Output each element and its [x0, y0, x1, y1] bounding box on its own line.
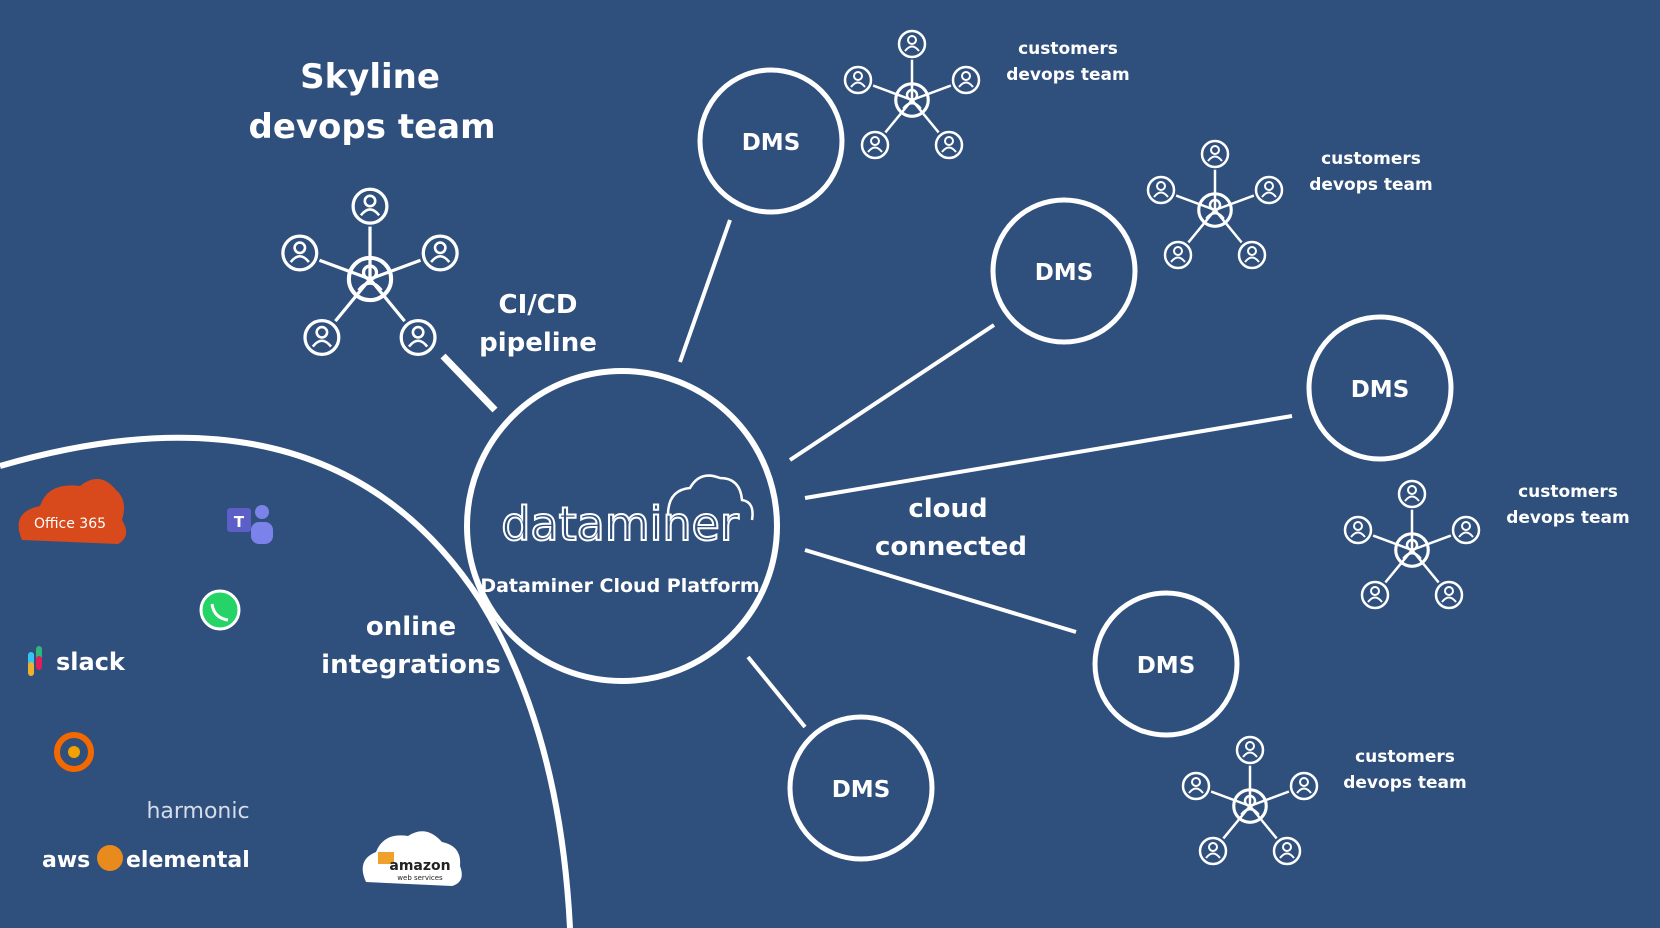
team-network-icon: [281, 187, 459, 357]
team-link: [318, 258, 371, 281]
dms-label: DMS: [742, 130, 801, 156]
svg-text:elemental: elemental: [126, 848, 250, 873]
team-link: [1210, 790, 1251, 808]
person-icon: [1254, 175, 1284, 205]
integrations-boundary-arc: [0, 434, 573, 928]
online-integrations-label: online: [366, 612, 456, 642]
teams-logo[interactable]: T: [227, 505, 273, 544]
svg-text:Office 365: Office 365: [34, 516, 106, 532]
connector-dms-2: [788, 323, 996, 462]
office365-logo[interactable]: Office 365: [18, 478, 127, 544]
dms-node[interactable]: DMS: [1306, 314, 1454, 462]
dms-label: DMS: [1137, 653, 1196, 679]
customer-team-label: devops team: [1506, 508, 1630, 528]
person-icon: [1289, 771, 1319, 801]
customer-team-label: devops team: [1309, 175, 1433, 195]
dms-node[interactable]: DMS: [990, 197, 1138, 345]
person-icon: [1198, 836, 1228, 866]
svg-text:T: T: [234, 513, 245, 531]
customer-team-label: devops team: [1006, 65, 1130, 85]
cloud-connected-label-2: connected: [875, 532, 1027, 562]
person-icon: [843, 65, 873, 95]
connector-dms-1: [678, 219, 732, 363]
dms-label: DMS: [832, 777, 891, 803]
person-icon: [1434, 580, 1464, 610]
person-icon: [951, 65, 981, 95]
person-icon: [934, 130, 964, 160]
person-icon: [1237, 240, 1267, 270]
online-integrations-label-2: integrations: [321, 650, 501, 680]
person-icon: [1235, 735, 1265, 765]
hub-subtitle: Dataminer Cloud Platform: [480, 575, 759, 597]
customer-team-label: customers: [1518, 482, 1618, 502]
person-icon: [1163, 240, 1193, 270]
team-link: [1372, 534, 1413, 552]
person-icon: [399, 318, 437, 357]
person-icon: [1451, 515, 1481, 545]
cicd-label: CI/CD: [499, 290, 578, 320]
customer-team-label: devops team: [1343, 773, 1467, 793]
person-icon: [1181, 771, 1211, 801]
team-link: [911, 84, 952, 102]
person-icon: [421, 234, 459, 272]
dms-node[interactable]: DMS: [787, 714, 935, 862]
team-link: [369, 258, 422, 281]
dms-node[interactable]: DMS: [697, 67, 845, 215]
svg-text:slack: slack: [56, 648, 126, 676]
person-icon: [1272, 836, 1302, 866]
svg-text:web services: web services: [397, 874, 443, 882]
cloud-icon: [666, 474, 754, 521]
connector-dms-5: [746, 655, 807, 729]
slack-logo[interactable]: slack: [28, 646, 126, 676]
team-network-icon: [1343, 479, 1481, 610]
person-icon: [1397, 479, 1427, 509]
person-icon: [281, 234, 319, 272]
customer-team-label: customers: [1355, 747, 1455, 767]
svg-text:aws: aws: [42, 848, 90, 873]
customer-team-label: customers: [1321, 149, 1421, 169]
svg-text:amazon: amazon: [389, 858, 450, 874]
team-network-icon: [843, 29, 981, 160]
team-link: [1214, 194, 1255, 212]
connector-dms-3: [804, 414, 1293, 500]
connector-dms-4: [804, 548, 1077, 634]
cicd-label-2: pipeline: [479, 328, 597, 358]
team-link: [1411, 534, 1452, 552]
person-icon: [860, 130, 890, 160]
dms-label: DMS: [1351, 377, 1410, 403]
team-network-icon: [1146, 139, 1284, 270]
skyline-team-title: Skyline: [300, 57, 440, 97]
person-icon: [1200, 139, 1230, 169]
cloud-connected-label: cloud: [908, 494, 987, 524]
amazon-web-services-logo[interactable]: amazon web services: [362, 831, 462, 886]
person-icon: [1146, 175, 1176, 205]
connector-skyline: [440, 353, 498, 413]
team-link: [872, 84, 913, 102]
team-link: [1175, 194, 1216, 212]
person-icon: [351, 187, 389, 225]
skyline-team-title-2: devops team: [248, 107, 495, 147]
whatsapp-icon[interactable]: [199, 589, 241, 631]
dataminer-logo: dataminer: [501, 497, 739, 551]
aws-elemental-logo[interactable]: aws elemental: [42, 845, 250, 873]
person-icon: [1360, 580, 1390, 610]
grafana-icon[interactable]: [54, 732, 94, 772]
customer-team-label: customers: [1018, 39, 1118, 59]
connector-lines: [440, 219, 1293, 729]
harmonic-logo[interactable]: harmonic: [146, 799, 249, 824]
person-icon: [1343, 515, 1373, 545]
dataminer-hub[interactable]: dataminer Dataminer Cloud Platform: [464, 368, 780, 684]
team-link: [1249, 790, 1290, 808]
dms-label: DMS: [1035, 260, 1094, 286]
team-network-icon: [1181, 735, 1319, 866]
person-icon: [303, 318, 341, 357]
svg-text:harmonic: harmonic: [146, 799, 249, 824]
person-icon: [897, 29, 927, 59]
dms-node[interactable]: DMS: [1092, 590, 1240, 738]
